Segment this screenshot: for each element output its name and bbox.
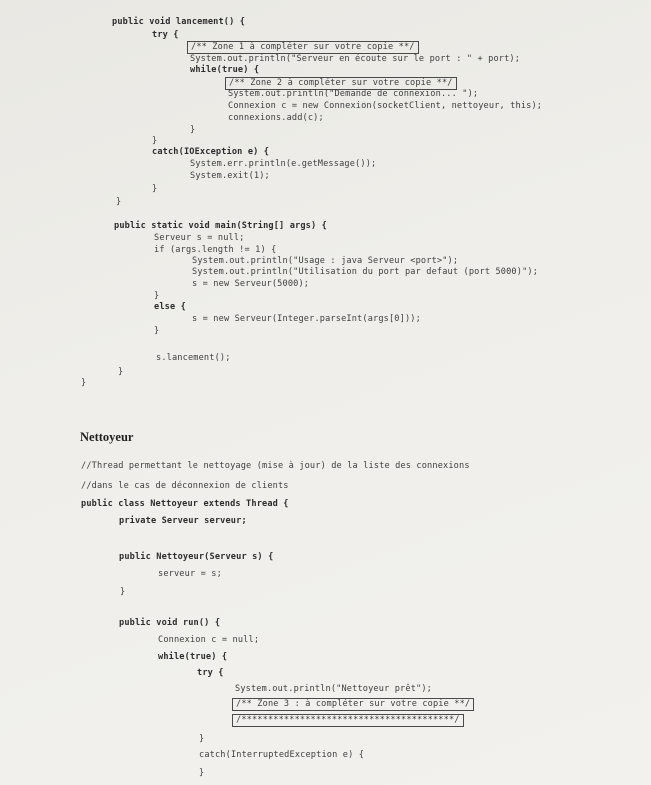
code-line: private Serveur serveur; [119,516,247,526]
code-line: } [152,184,158,194]
code-line: Serveur s = null; [154,233,245,243]
code-line: } [154,291,160,301]
code-line: s = new Serveur(Integer.parseInt(args[0]… [192,314,421,324]
code-line: } [154,326,160,336]
code-line: public static void main(String[] args) { [114,221,327,231]
zone-3-box: /** Zone 3 : à compléter sur votre copie… [232,698,475,711]
code-line: } [120,587,126,597]
code-line: System.exit(1); [190,171,270,181]
code-line: while(true) { [158,652,228,662]
code-line: if (args.length != 1) { [154,245,277,255]
code-line: } [190,125,196,135]
code-comment: //dans le cas de déconnexion de clients [81,481,289,491]
code-line: System.err.println(e.getMessage()); [190,159,377,169]
code-line: public void run() { [119,618,221,628]
code-line: catch(IOException e) { [152,147,270,157]
code-line: } [199,768,205,778]
code-comment: //Thread permettant le nettoyage (mise à… [81,461,470,471]
code-line: System.out.println("Nettoyeur prêt"); [235,684,432,694]
code-line: System.out.println("Utilisation du port … [192,267,539,277]
code-line: s.lancement(); [156,353,231,363]
code-line: public Nettoyeur(Serveur s) { [119,552,274,562]
code-line: System.out.println("Serveur en écoute su… [190,54,521,64]
code-line: connexions.add(c); [228,113,324,123]
code-line: public class Nettoyeur extends Thread { [81,499,289,509]
code-line: public void lancement() { [112,17,246,27]
zone-1-box: /** Zone 1 à compléter sur votre copie *… [187,41,419,54]
code-line: } [81,378,87,388]
code-line: else { [154,302,186,312]
code-line: } [116,197,122,207]
zone-2-box: /** Zone 2 à compléter sur votre copie *… [225,77,457,90]
code-line: catch(InterruptedException e) { [199,750,365,760]
code-line: try { [152,30,179,40]
code-line: System.out.println("Demande de connexion… [228,89,479,99]
code-line: try { [197,668,224,678]
code-line: while(true) { [190,65,260,75]
code-line: s = new Serveur(5000); [192,279,310,289]
code-line: } [118,367,124,377]
section-heading: Nettoyeur [80,430,134,444]
code-line: Connexion c = new Connexion(socketClient… [228,101,543,111]
code-line: } [152,136,158,146]
code-line: Connexion c = null; [158,635,260,645]
code-line: } [199,734,205,744]
zone-3-fill-box: /***************************************… [232,714,464,727]
code-line: serveur = s; [158,569,222,579]
code-line: System.out.println("Usage : java Serveur… [192,256,459,266]
